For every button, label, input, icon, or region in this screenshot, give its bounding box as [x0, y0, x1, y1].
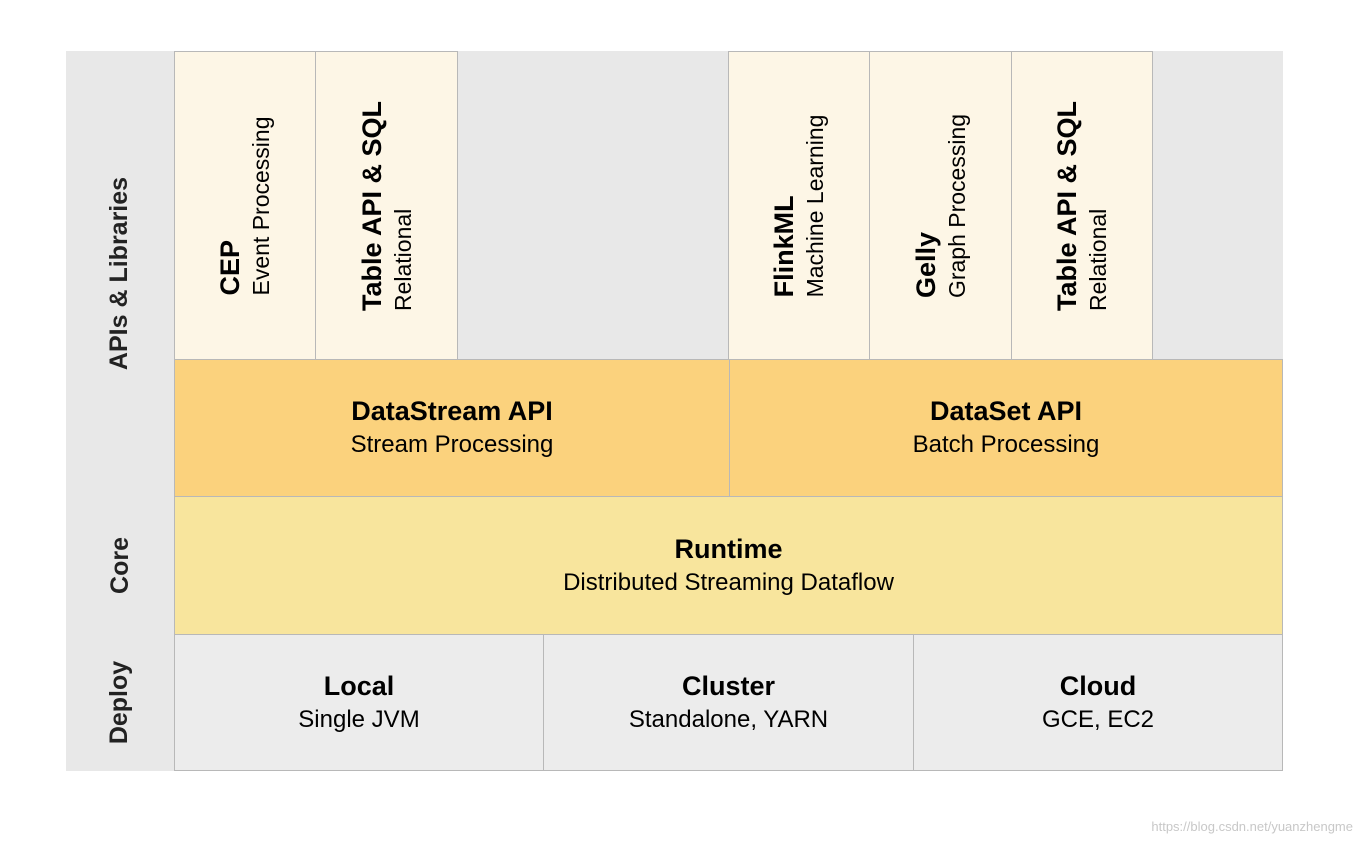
layer-label-deploy: Deploy	[105, 660, 134, 745]
deploy-subtitle: GCE, EC2	[1041, 705, 1155, 733]
api-subtitle: Stream Processing	[350, 431, 554, 458]
library-subtitle: Relational	[389, 208, 416, 311]
deploy-local-box: Local Single JVM	[174, 634, 544, 771]
deploy-title: Cloud	[1059, 670, 1137, 701]
deploy-cluster-box: Cluster Standalone, YARN	[543, 634, 914, 771]
runtime-box: Runtime Distributed Streaming Dataflow	[174, 496, 1283, 635]
deploy-title: Local	[323, 670, 395, 701]
layer-label-apis: APIs & Libraries	[105, 176, 134, 371]
library-title: Gelly	[910, 231, 941, 298]
deploy-title: Cluster	[681, 670, 776, 701]
dataset-api-box: DataSet API Batch Processing	[729, 359, 1283, 497]
library-title: CEP	[215, 239, 245, 295]
runtime-title: Runtime	[674, 533, 783, 564]
datastream-api-box: DataStream API Stream Processing	[174, 359, 730, 497]
library-subtitle: Event Processing	[248, 116, 274, 295]
api-subtitle: Batch Processing	[912, 431, 1100, 458]
library-subtitle: Machine Learning	[802, 114, 828, 297]
api-title: DataStream API	[351, 396, 553, 426]
library-flinkml: FlinkML Machine Learning	[728, 51, 870, 360]
library-title: Table API & SQL	[1052, 100, 1082, 311]
deploy-subtitle: Standalone, YARN	[628, 705, 829, 733]
library-table-api-stream: Table API & SQL Relational	[315, 51, 458, 360]
library-table-api-batch: Table API & SQL Relational	[1011, 51, 1153, 360]
library-subtitle: Relational	[1085, 208, 1111, 311]
deploy-cloud-box: Cloud GCE, EC2	[913, 634, 1283, 771]
library-title: FlinkML	[769, 194, 799, 297]
watermark: https://blog.csdn.net/yuanzhengme	[1151, 819, 1353, 834]
library-subtitle: Graph Processing	[943, 113, 970, 298]
api-title: DataSet API	[929, 396, 1083, 426]
library-title: Table API & SQL	[356, 100, 387, 311]
layer-label-core: Core	[105, 536, 134, 594]
runtime-subtitle: Distributed Streaming Dataflow	[563, 568, 894, 596]
deploy-subtitle: Single JVM	[298, 705, 420, 733]
library-gelly: Gelly Graph Processing	[869, 51, 1012, 360]
library-cep: CEP Event Processing	[174, 51, 316, 360]
